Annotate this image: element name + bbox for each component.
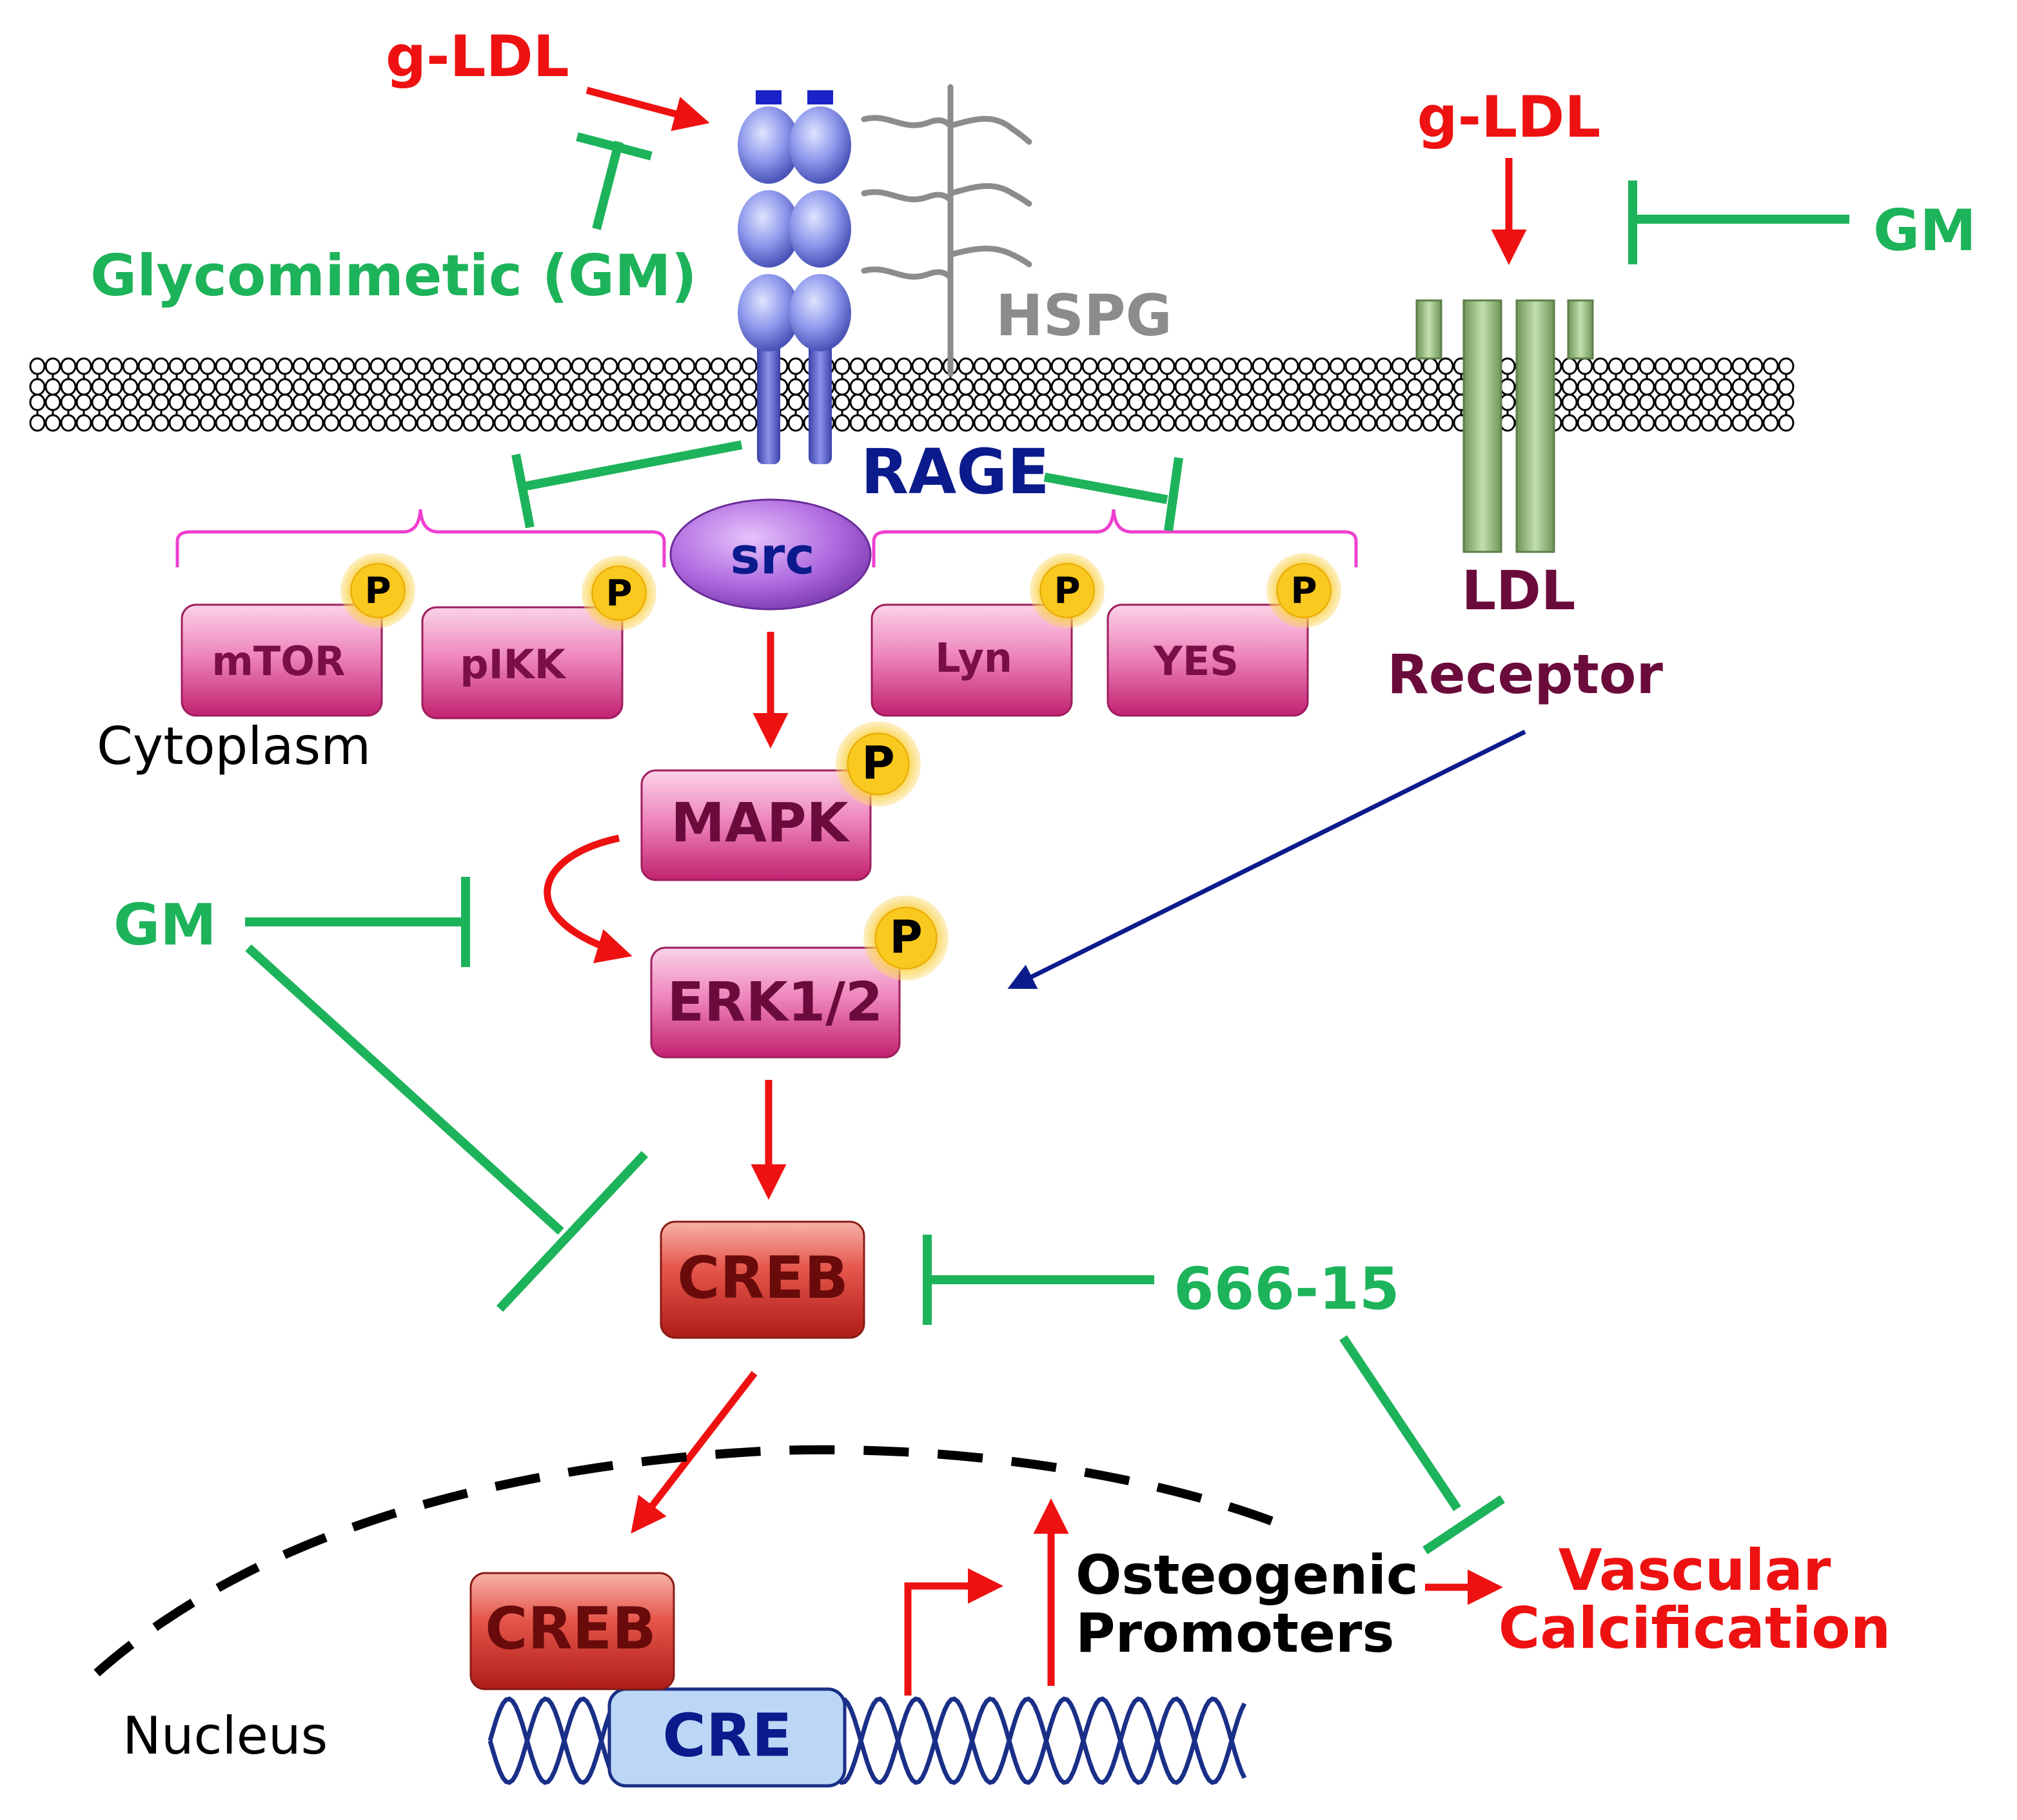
gldl-right-label: g-LDL xyxy=(1417,84,1601,150)
phospho-badge: P xyxy=(582,556,656,631)
phospho-badge-icon: P P P P P P xyxy=(340,553,1341,981)
ldl-receptor-label-line1: LDL xyxy=(1462,559,1576,622)
creb-cyto-node[interactable]: CREB xyxy=(660,1220,865,1339)
cre-label: CRE xyxy=(662,1701,792,1770)
src-label: src xyxy=(730,527,814,585)
pikk-label: pIKK xyxy=(460,641,566,688)
creb-cyto-label: CREB xyxy=(677,1244,848,1312)
cytoplasm-label: Cytoplasm xyxy=(97,716,371,776)
phospho-badge: P xyxy=(836,721,921,807)
ldlr-to-erk-arrow xyxy=(1007,729,1526,989)
yes-node[interactable]: YES xyxy=(1107,603,1309,717)
hspg-proteoglycan-icon xyxy=(861,84,1032,377)
rage-receptor-icon xyxy=(738,90,851,464)
yes-label: YES xyxy=(1153,638,1239,685)
creb-nuc-label: CREB xyxy=(485,1595,656,1663)
osteogenic-label-line1: Osteogenic xyxy=(1076,1543,1419,1607)
glycomimetic-label: Glycomimetic (GM) xyxy=(90,242,697,309)
phospho-badge: P xyxy=(863,895,949,981)
mtor-label: mTOR xyxy=(212,638,345,685)
kinase-bracket-right xyxy=(872,509,1358,567)
lyn-label: Lyn xyxy=(935,634,1012,681)
hspg-label: HSPG xyxy=(996,282,1172,349)
creb-nuc-node[interactable]: CREB xyxy=(469,1572,675,1690)
erk-node[interactable]: ERK1/2 xyxy=(650,946,901,1059)
activation-links xyxy=(544,86,1527,1696)
phospho-label: P xyxy=(605,572,632,614)
mapk-label: MAPK xyxy=(671,791,850,854)
ldl-receptor-label-line2: Receptor xyxy=(1387,643,1663,706)
gm-left-label: GM xyxy=(113,892,217,958)
phospho-label: P xyxy=(364,570,391,612)
pikk-node[interactable]: pIKK xyxy=(421,606,624,719)
osteogenic-label-line2: Promoters xyxy=(1076,1601,1394,1665)
phospho-badge: P xyxy=(1030,553,1105,628)
inhibitor-666-label: 666-15 xyxy=(1174,1255,1399,1323)
gm-right-label: GM xyxy=(1873,197,1976,264)
cre-node[interactable]: CRE xyxy=(607,1687,847,1788)
nucleus-label: Nucleus xyxy=(123,1706,328,1766)
nuclear-envelope xyxy=(93,1445,1292,1677)
src-node[interactable]: src xyxy=(669,498,872,611)
rage-label: RAGE xyxy=(861,436,1050,508)
phospho-label: P xyxy=(1290,570,1317,612)
gldl-top-label: g-LDL xyxy=(386,23,569,90)
lipid-bilayer xyxy=(29,357,1795,432)
ldl-receptor-icon xyxy=(1415,299,1594,553)
phospho-label: P xyxy=(861,737,894,790)
phospho-label: P xyxy=(1054,570,1080,612)
mapk-node[interactable]: MAPK xyxy=(640,769,872,881)
erk-label: ERK1/2 xyxy=(667,970,883,1033)
mtor-node[interactable]: mTOR xyxy=(181,603,383,717)
vascular-label-line2: Calcification xyxy=(1499,1595,1891,1661)
inhibition-links xyxy=(245,132,1849,1554)
kinase-bracket-left xyxy=(175,509,666,567)
phospho-badge: P xyxy=(1266,553,1341,628)
phospho-label: P xyxy=(889,911,922,964)
vascular-label-line1: Vascular xyxy=(1559,1537,1831,1603)
lyn-node[interactable]: Lyn xyxy=(871,603,1073,717)
dna-helix-icon xyxy=(487,1696,1247,1785)
phospho-badge: P xyxy=(340,553,415,628)
